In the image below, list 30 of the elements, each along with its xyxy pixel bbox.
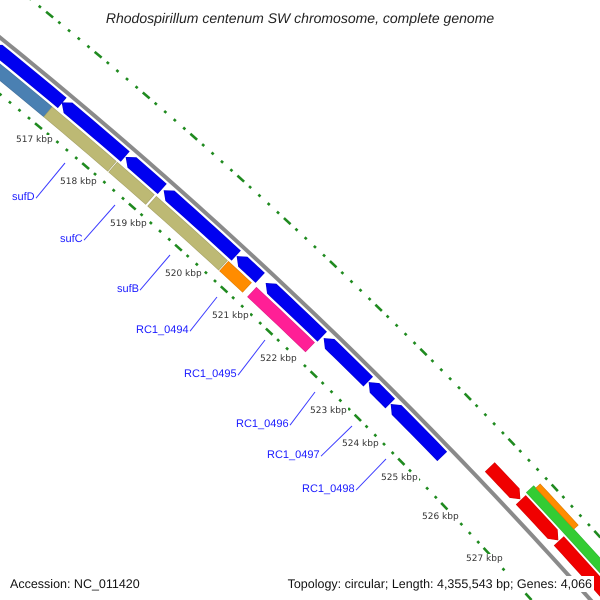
leader-line: [140, 254, 170, 291]
gene-label: RC1_0496: [236, 418, 289, 430]
gene-label: sufB: [117, 283, 140, 295]
scale-label: 517 kbp: [15, 135, 54, 145]
scale-label: 525 kbp: [380, 473, 419, 483]
scale-label: 518 kbp: [59, 177, 98, 187]
gene-label: RC1_0494: [136, 324, 189, 336]
scale-label: 519 kbp: [109, 219, 148, 229]
leader-line: [190, 296, 218, 332]
scale-label: 522 kbp: [259, 354, 298, 364]
scale-label: 521 kbp: [211, 311, 250, 321]
leader-line: [320, 426, 352, 457]
gene-label: RC1_0497: [267, 449, 320, 461]
info-text: Topology: circular; Length: 4,355,543 bp; Genes: 4,066: [286, 576, 594, 592]
scale-label: 520 kbp: [164, 269, 203, 279]
gene-label: sufC: [60, 233, 83, 245]
gene-label: sufD: [12, 191, 35, 203]
scale-label: 526 kbp: [421, 512, 460, 522]
leader-line: [238, 340, 266, 376]
gene-label: RC1_0498: [302, 483, 355, 495]
gene-label: RC1_0495: [184, 368, 237, 380]
leader-line: [290, 392, 316, 426]
leader-line: [84, 204, 116, 241]
scale-label: 524 kbp: [341, 439, 380, 449]
leader-line: [356, 458, 386, 491]
leader-line: [36, 162, 66, 199]
chart-title: Rhodospirillum centenum SW chromosome, complete genome: [104, 10, 496, 26]
scale-label: 523 kbp: [309, 406, 348, 416]
scale-label: 527 kbp: [465, 554, 504, 564]
info-text: Accession: NC_011420: [8, 576, 142, 592]
